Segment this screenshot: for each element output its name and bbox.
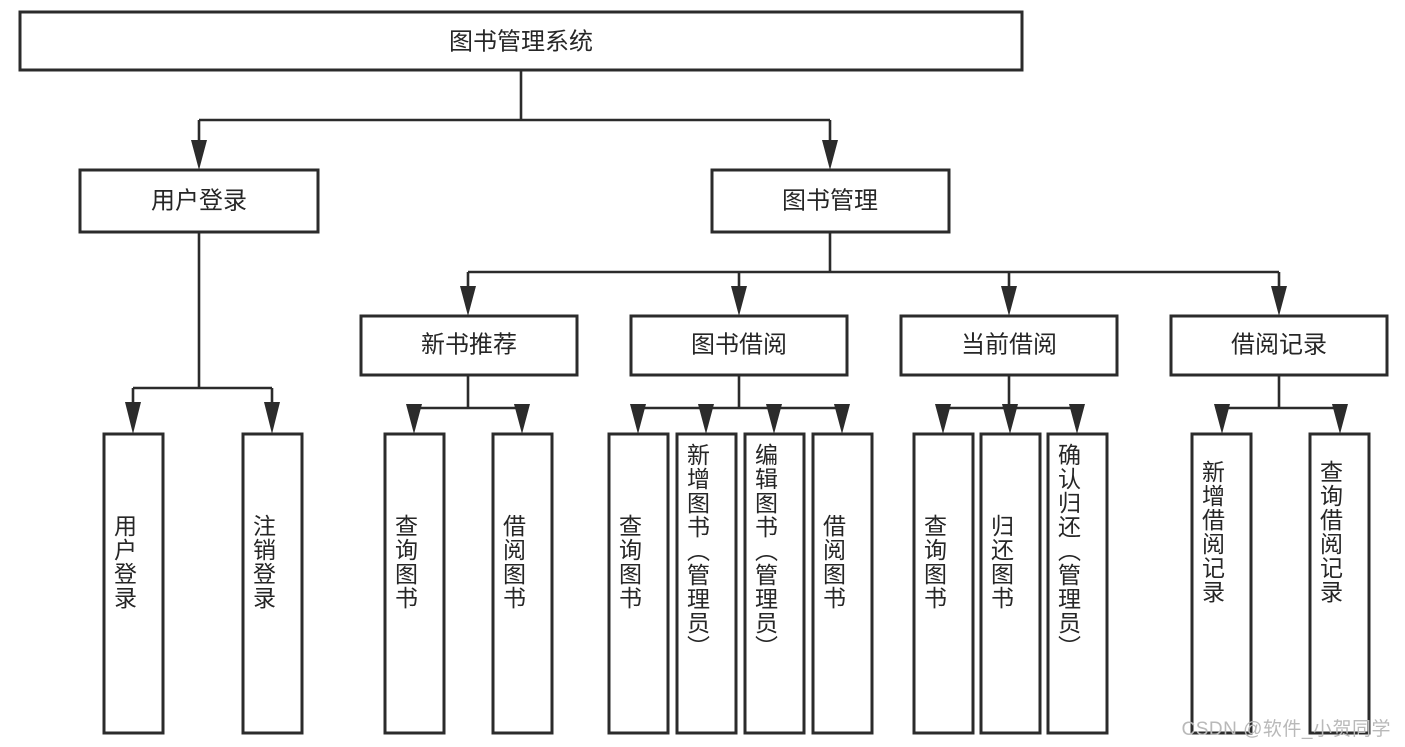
node-root[interactable]: 图书管理系统	[18, 10, 1024, 72]
arrow-head-icon	[460, 286, 476, 316]
arrow-head-icon	[766, 404, 782, 434]
arrow-head-icon	[514, 404, 530, 434]
arrow-head-icon	[264, 402, 280, 434]
arrow-head-icon	[630, 404, 646, 434]
arrow-head-icon	[1002, 404, 1018, 434]
node-current-borrow[interactable]: 当前借阅	[899, 314, 1119, 377]
arrow-head-icon	[1332, 404, 1348, 434]
leaf-box-query-book-3[interactable]	[912, 432, 975, 735]
leaf-box-query-record[interactable]	[1308, 432, 1371, 735]
arrow-head-icon	[1271, 286, 1287, 316]
leaf-box-query-book-2[interactable]	[607, 432, 670, 735]
leaf-box-user-logout[interactable]	[241, 432, 304, 735]
csdn-watermark: CSDN @软件_小贺同学	[1181, 719, 1391, 740]
connector-borrowrecord-to-leaves	[1214, 375, 1348, 434]
connector-root-to-level2	[191, 70, 838, 170]
node-new-book-rec-label: 新书推荐	[421, 331, 517, 358]
arrow-head-icon	[1001, 286, 1017, 316]
arrow-head-icon	[406, 404, 422, 434]
node-borrow-record[interactable]: 借阅记录	[1169, 314, 1389, 377]
node-book-manage-label: 图书管理	[782, 187, 878, 214]
arrow-head-icon	[698, 404, 714, 434]
leaf-box-query-book-1[interactable]	[383, 432, 446, 735]
node-book-borrow[interactable]: 图书借阅	[629, 314, 849, 377]
connector-bookborrow-to-leaves	[630, 375, 850, 434]
leaf-box-add-book[interactable]	[675, 432, 738, 735]
connector-newbook-to-leaves	[406, 375, 530, 434]
leaf-box-borrow-book-2[interactable]	[811, 432, 874, 735]
node-user-login[interactable]: 用户登录	[78, 168, 320, 234]
arrow-head-icon	[834, 404, 850, 434]
connector-userlogin-to-leaves	[125, 232, 280, 434]
arrow-head-icon	[1069, 404, 1085, 434]
node-borrow-record-label: 借阅记录	[1231, 331, 1327, 358]
node-current-borrow-label: 当前借阅	[961, 331, 1057, 358]
node-new-book-rec[interactable]: 新书推荐	[359, 314, 579, 377]
leaf-box-add-record[interactable]	[1190, 432, 1253, 735]
leaf-box-edit-book[interactable]	[743, 432, 806, 735]
node-book-manage[interactable]: 图书管理	[710, 168, 951, 234]
leaf-box-return-book[interactable]	[979, 432, 1042, 735]
node-book-borrow-label: 图书借阅	[691, 331, 787, 358]
leaf-box-borrow-book-1[interactable]	[491, 432, 554, 735]
arrow-head-icon	[191, 140, 207, 170]
node-user-login-label: 用户登录	[151, 187, 247, 214]
arrow-head-icon	[1214, 404, 1230, 434]
leaf-box-confirm-return[interactable]	[1046, 432, 1109, 735]
node-root-label: 图书管理系统	[449, 28, 593, 55]
arrow-head-icon	[935, 404, 951, 434]
connector-currentborrow-to-leaves	[935, 375, 1085, 434]
arrow-head-icon	[822, 140, 838, 170]
arrow-head-icon	[125, 402, 141, 434]
leaf-box-user-login[interactable]	[102, 432, 165, 735]
connector-bookmanage-to-level3	[460, 232, 1287, 316]
arrow-head-icon	[731, 286, 747, 316]
